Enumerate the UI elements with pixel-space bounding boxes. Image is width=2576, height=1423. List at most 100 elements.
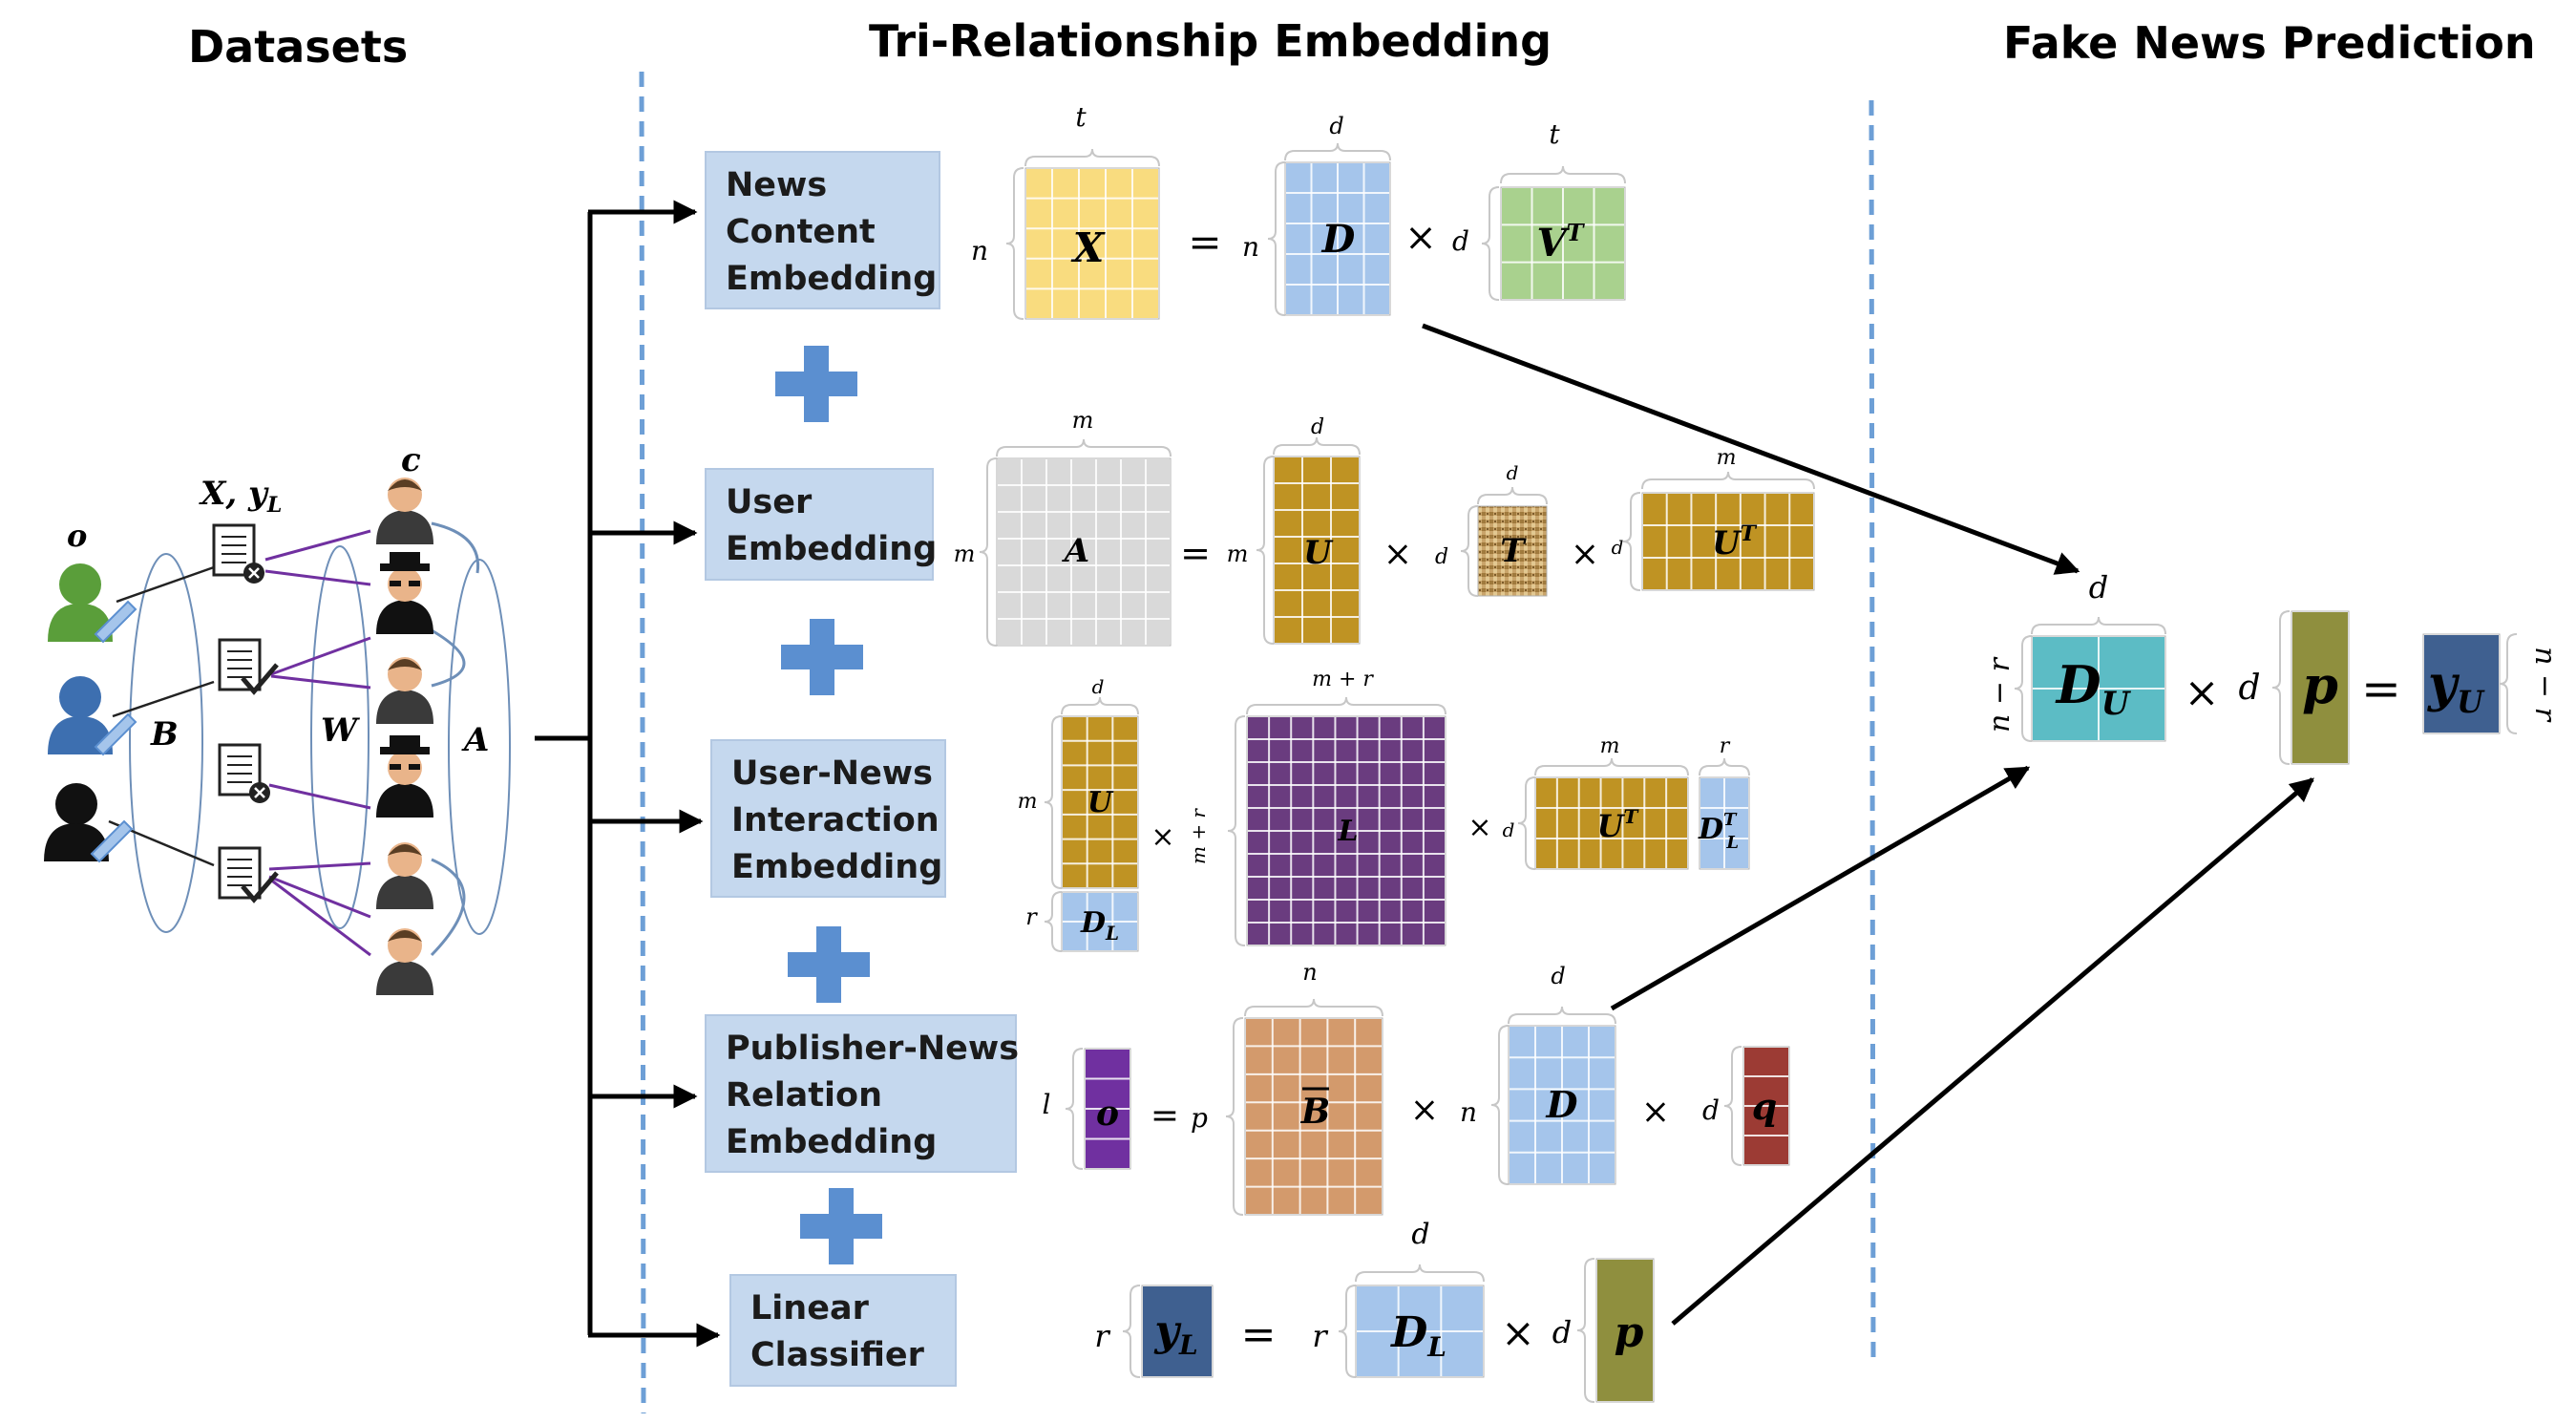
dim-label: d: [1435, 545, 1448, 569]
times-sign: ×: [1404, 216, 1437, 260]
news-content-embedding-box: News Content Embedding: [705, 151, 940, 309]
set-W-ellipse: [310, 545, 370, 929]
matrix-L: [1246, 715, 1446, 946]
dimension-brace: [1460, 505, 1479, 597]
engagement-link: [264, 529, 371, 562]
matrix-label-A: A: [1062, 532, 1089, 570]
engagement-link: [264, 569, 371, 586]
box-line: Embedding: [731, 848, 943, 886]
dim-label: d: [1311, 415, 1324, 439]
matrix-label-UT: UT: [1597, 805, 1640, 844]
publisher-news-relation-embedding-box: Publisher-News Relation Embedding: [705, 1014, 1020, 1173]
prediction-arrows: [1422, 323, 2314, 1326]
matrix-p: [1595, 1258, 1655, 1403]
matrix-DLT: [1699, 776, 1750, 870]
spy-user-icon: [376, 552, 433, 634]
dim-label: d: [1452, 225, 1469, 257]
user-icon: [376, 842, 433, 909]
engagement-link: [268, 877, 371, 957]
user-icon: [376, 928, 433, 995]
publisher-icon-green: [48, 563, 137, 644]
times-sign: ×: [1467, 811, 1491, 844]
box-line: User: [726, 483, 813, 521]
dim-label: m: [1018, 790, 1038, 814]
times-sign: ×: [2185, 669, 2220, 717]
matrix-label-DU: DU: [2055, 654, 2132, 723]
dimension-brace: [979, 457, 998, 647]
dim-label: d: [1702, 1094, 1720, 1126]
plus-icon: [788, 926, 870, 1003]
dimension-brace: [1481, 186, 1500, 301]
matrix-label-q: q: [1752, 1085, 1778, 1128]
equals-sign: =: [1180, 532, 1211, 574]
box-line: Embedding: [726, 1123, 938, 1161]
dimension-brace: [1576, 1258, 1595, 1403]
dimension-brace: [1355, 1264, 1485, 1283]
dim-label: d: [2238, 669, 2260, 708]
box-line: Embedding: [726, 530, 938, 568]
dimension-brace: [1517, 776, 1536, 870]
matrix-D: [1284, 161, 1391, 316]
equation-prediction: d n − r DU × d p = yU n − r: [1983, 569, 2562, 733]
news-doc-real-2: [218, 846, 279, 903]
dimension-brace: [1267, 161, 1286, 316]
box-line: Relation: [726, 1076, 882, 1115]
matrices: [996, 161, 2501, 1403]
engagement-link: [270, 674, 371, 690]
matrix-label-D: D: [1321, 217, 1356, 262]
matrix-UT: [1641, 492, 1815, 591]
dimension-brace: [1490, 1025, 1510, 1185]
dim-label: n − r: [2528, 647, 2562, 723]
matrix-DL: [1355, 1285, 1485, 1378]
dimension-brace: [1622, 492, 1641, 591]
dimension-brace: [1284, 142, 1391, 161]
dim-label: l: [1043, 1089, 1051, 1120]
engagement-link: [268, 861, 371, 871]
plus-icon: [781, 619, 863, 695]
matrix-label-o: o: [1096, 1094, 1119, 1134]
matrix-label-T: T: [1500, 532, 1527, 570]
dimension-brace: [1044, 891, 1063, 952]
equation-news-content: t n X = n d D × d t VT: [971, 101, 1586, 271]
dim-label: d: [1329, 113, 1343, 139]
matrix-VT: [1500, 186, 1626, 301]
dimension-brace: [1005, 167, 1024, 320]
dimension-brace: [1065, 1048, 1084, 1170]
dim-label: m + r: [1312, 668, 1374, 691]
label-x-yl: X, yL: [199, 475, 282, 518]
divider-right: [1869, 99, 1876, 1367]
plus-icon: [775, 346, 857, 422]
dim-label: m: [1600, 734, 1620, 758]
dim-label: r: [1720, 734, 1731, 758]
fake-news-prediction-title: Fake News Prediction: [2003, 17, 2536, 69]
dim-label: r: [1312, 1318, 1328, 1354]
dimension-brace: [1225, 1017, 1244, 1216]
box-line: Publisher-News: [726, 1030, 1020, 1068]
dim-label: n − r: [1983, 656, 2016, 733]
equals-sign: =: [1151, 1096, 1179, 1136]
dim-label: r: [1094, 1318, 1110, 1354]
dimension-brace: [1122, 1285, 1141, 1378]
times-sign: ×: [1641, 1093, 1670, 1132]
dimension-brace: [1723, 1046, 1742, 1166]
tri-relationship-title: Tri-Relationship Embedding: [869, 15, 1552, 67]
dim-label: p: [1191, 1102, 1208, 1134]
dim-label: m: [1717, 446, 1737, 470]
dimension-brace: [1477, 486, 1548, 505]
equals-sign: =: [1241, 1310, 1277, 1359]
matrix-D-pub: [1508, 1025, 1616, 1185]
box-line: Embedding: [726, 260, 938, 298]
matrix-label-Bbar: B: [1300, 1092, 1330, 1132]
datasets-title: Datasets: [188, 21, 409, 73]
dimension-brace: [1500, 165, 1626, 184]
dimension-brace: [2014, 635, 2033, 742]
dim-label: t: [1549, 118, 1560, 150]
equation-user: m m A = m d U × d d T × d m UT: [954, 407, 1758, 574]
matrix-label-D: D: [1546, 1083, 1578, 1126]
label-B: B: [150, 715, 179, 754]
matrix-label-U: U: [1087, 786, 1114, 819]
matrix-label-U: U: [1303, 534, 1334, 572]
dimension-brace: [1044, 715, 1063, 889]
